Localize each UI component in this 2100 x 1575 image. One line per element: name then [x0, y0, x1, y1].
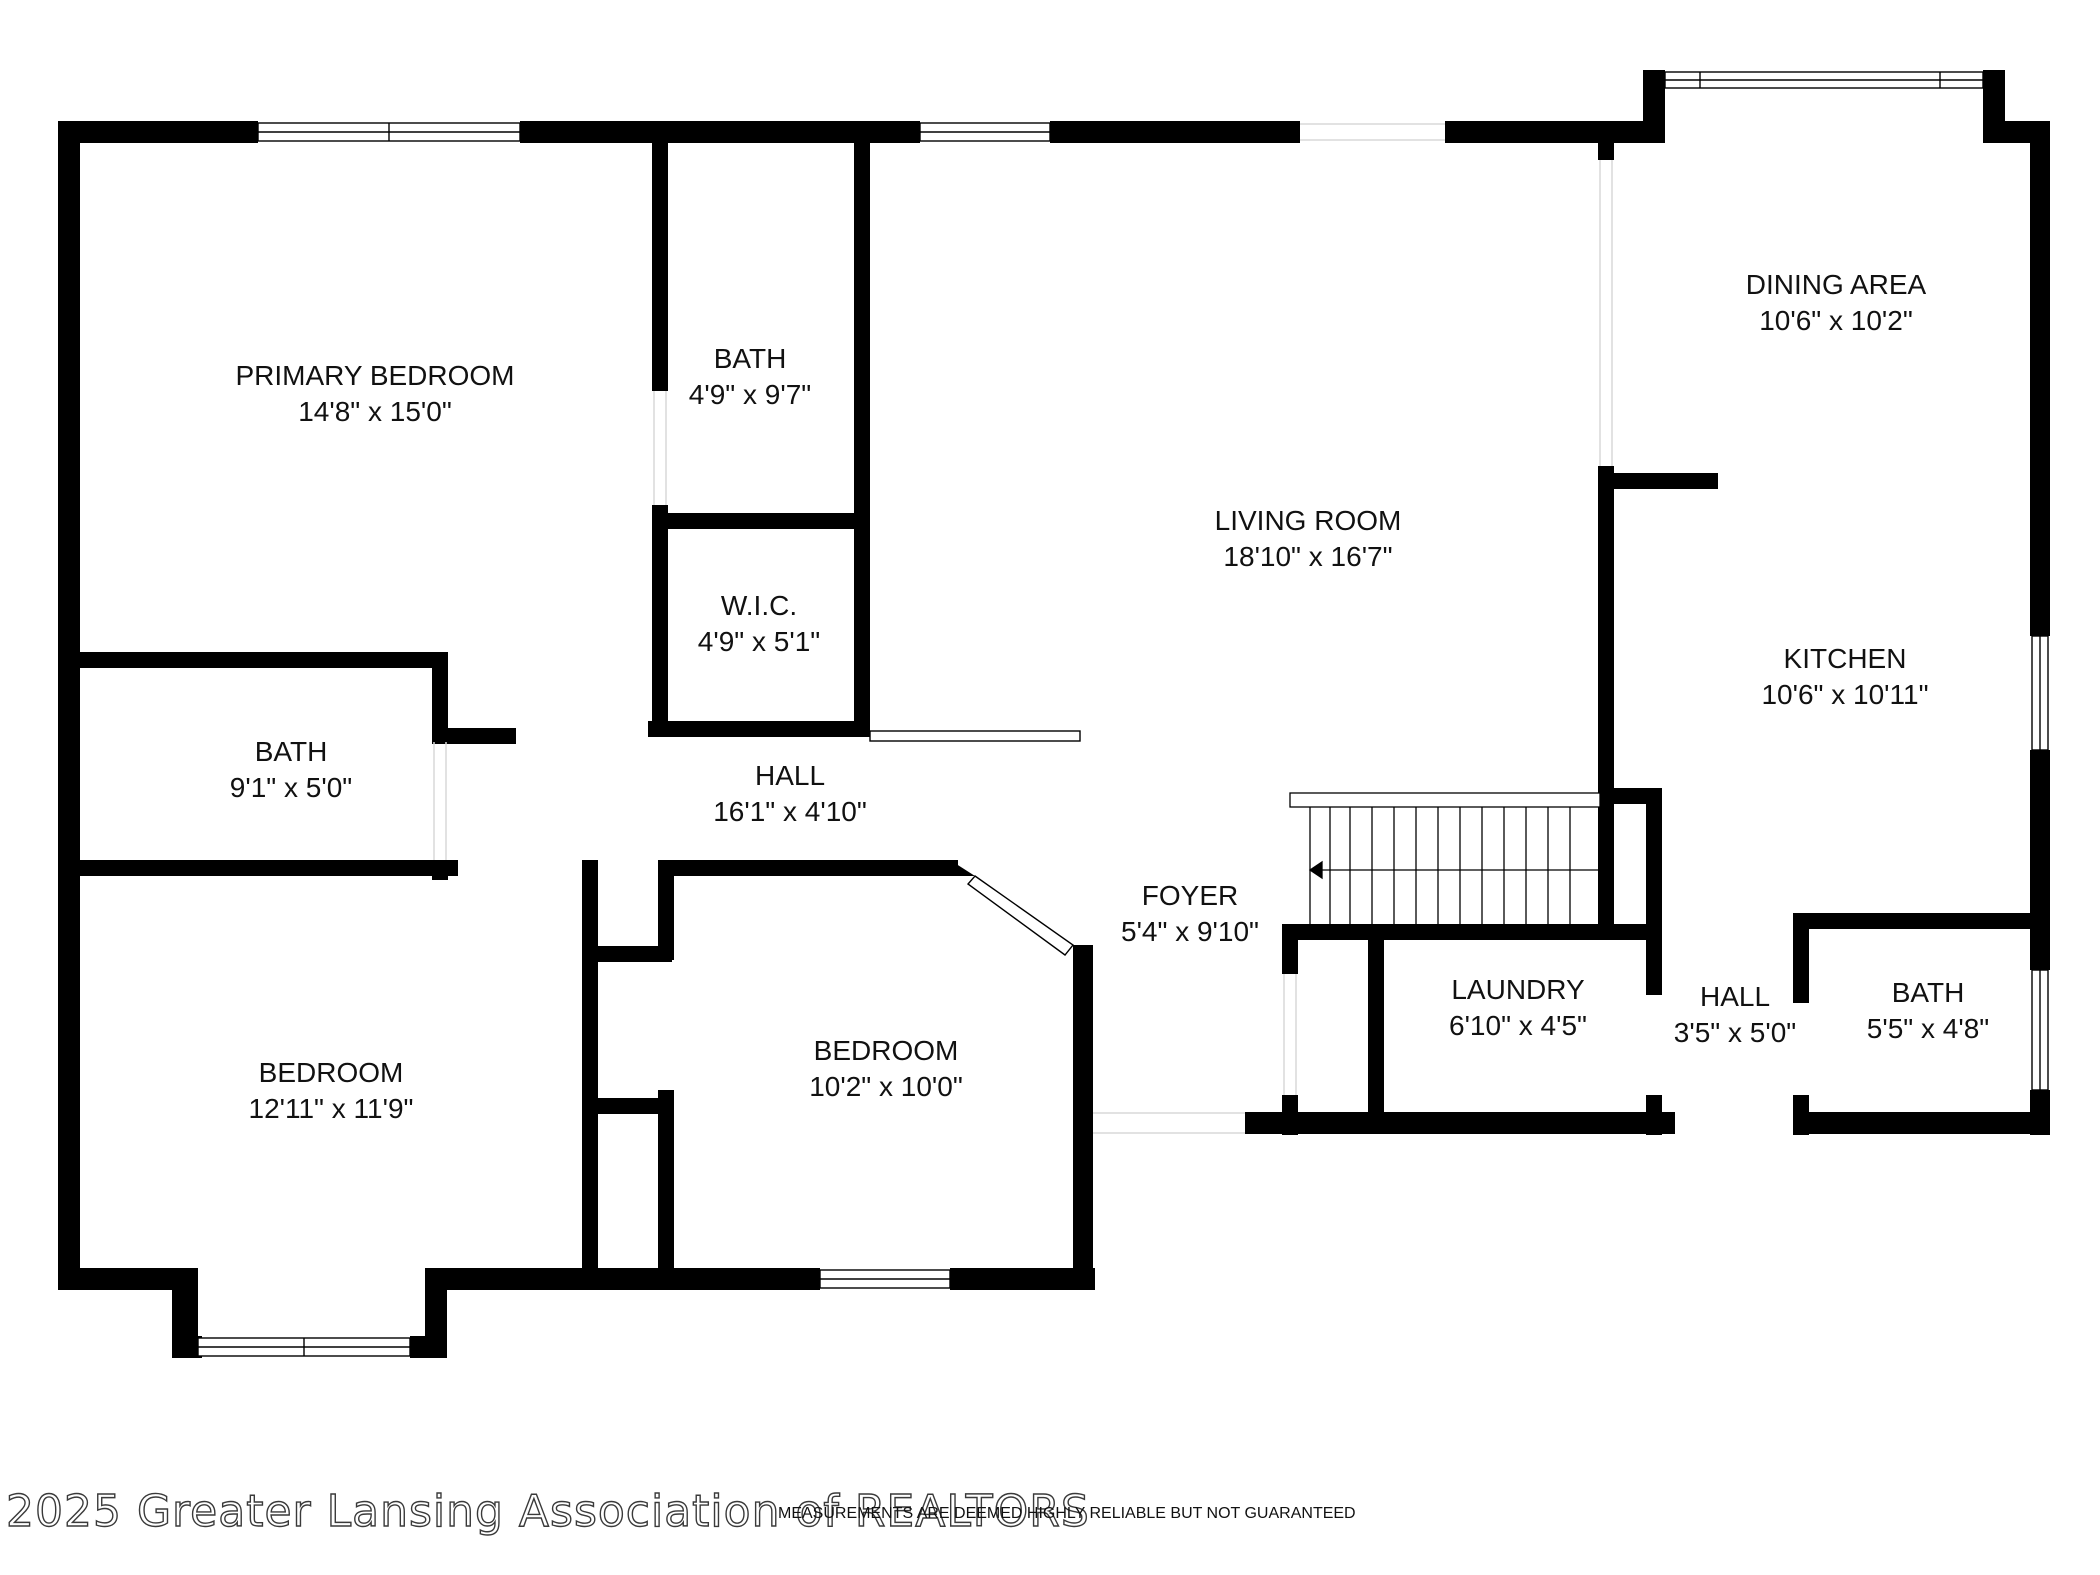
primary-bedroom-name: PRIMARY BEDROOM	[235, 360, 514, 391]
door-openings	[433, 123, 1613, 1134]
bedroom-mid-name: BEDROOM	[814, 1035, 959, 1066]
stairs	[1289, 792, 1601, 924]
living-room-dim: 18'10" x 16'7"	[1223, 541, 1392, 572]
kitchen-dim: 10'6" x 10'11"	[1761, 679, 1928, 710]
laundry-dim: 6'10" x 4'5"	[1449, 1010, 1587, 1041]
foyer-dim: 5'4" x 9'10"	[1121, 916, 1259, 947]
main-hall-dim: 16'1" x 4'10"	[713, 796, 867, 827]
dining-area-dim: 10'6" x 10'2"	[1759, 305, 1913, 336]
dining-area-name: DINING AREA	[1746, 269, 1927, 300]
bedroom-mid-dim: 10'2" x 10'0"	[809, 1071, 963, 1102]
windows	[197, 71, 2049, 1357]
small-hall-dim: 3'5" x 5'0"	[1674, 1017, 1796, 1048]
copyright-watermark: 2025 Greater Lansing Association of REAL…	[6, 1486, 1090, 1537]
living-room-name: LIVING ROOM	[1215, 505, 1402, 536]
small-bath-dim: 5'5" x 4'8"	[1867, 1013, 1989, 1044]
hall-bath-dim: 9'1" x 5'0"	[230, 772, 352, 803]
walls	[58, 70, 2050, 1358]
measurement-disclaimer: MEASUREMENTS ARE DEEMED HIGHLY RELIABLE …	[778, 1505, 1356, 1522]
master-bath-name: BATH	[714, 343, 787, 374]
primary-bedroom-dim: 14'8" x 15'0"	[298, 396, 452, 427]
laundry-name: LAUNDRY	[1451, 974, 1585, 1005]
master-bath-dim: 4'9" x 9'7"	[689, 379, 811, 410]
bedroom-sw-dim: 12'11" x 11'9"	[249, 1093, 414, 1124]
wic-name: W.I.C.	[721, 590, 797, 621]
main-hall-name: HALL	[755, 760, 825, 791]
small-bath-name: BATH	[1892, 977, 1965, 1008]
small-hall-name: HALL	[1700, 981, 1770, 1012]
foyer-name: FOYER	[1142, 880, 1238, 911]
bedroom-sw-name: BEDROOM	[259, 1057, 404, 1088]
kitchen-name: KITCHEN	[1784, 643, 1907, 674]
room-labels: PRIMARY BEDROOM 14'8" x 15'0" BATH 4'9" …	[230, 269, 1989, 1124]
wic-dim: 4'9" x 5'1"	[698, 626, 820, 657]
hall-bath-name: BATH	[255, 736, 328, 767]
